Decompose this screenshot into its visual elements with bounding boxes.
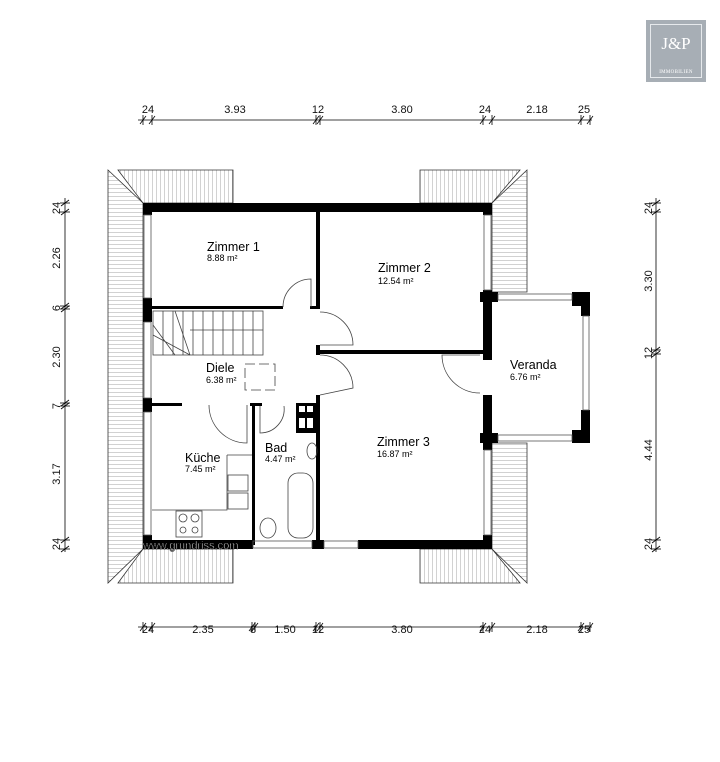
dim-left: 24 [51, 538, 63, 550]
dim-bottom: 8 [250, 624, 256, 636]
dim-top: 3.93 [224, 104, 245, 116]
room-name: Zimmer 2 [378, 261, 431, 275]
dim-top: 2.18 [526, 104, 547, 116]
dimension-ticks [60, 115, 661, 632]
room-area: 4.47 m² [265, 454, 296, 464]
dim-left: 3.17 [51, 463, 63, 484]
dim-right: 12 [643, 347, 655, 359]
dim-top: 12 [312, 104, 324, 116]
dimension-lines [64, 119, 657, 628]
dim-left: 6 [51, 305, 63, 311]
dim-right: 3.30 [643, 270, 655, 291]
logo-subtitle: IMMOBILIEN [659, 70, 693, 75]
dim-bottom: 12 [312, 624, 324, 636]
dim-right: 24 [643, 538, 655, 550]
dim-right: 4.44 [643, 439, 655, 460]
dim-bottom: 24 [142, 624, 154, 636]
room-area: 6.38 m² [206, 375, 237, 385]
dim-bottom: 25 [578, 624, 590, 636]
roof-hatching [107, 169, 528, 584]
dim-bottom: 3.80 [391, 624, 412, 636]
dim-left: 24 [51, 202, 63, 214]
room-area: 12.54 m² [378, 276, 414, 286]
room-name: Küche [185, 451, 220, 465]
dim-left: 2.26 [51, 247, 63, 268]
dim-top: 25 [578, 104, 590, 116]
dim-top: 3.80 [391, 104, 412, 116]
room-name: Zimmer 1 [207, 240, 260, 254]
dim-bottom: 1.50 [274, 624, 295, 636]
room-name: Bad [265, 441, 287, 455]
room-area: 8.88 m² [207, 253, 238, 263]
room-name: Diele [206, 361, 235, 375]
room-area: 7.45 m² [185, 464, 216, 474]
room-area: 16.87 m² [377, 449, 413, 459]
windows [143, 214, 590, 549]
room-name: Veranda [510, 358, 557, 372]
dim-top: 24 [479, 104, 491, 116]
room-name: Zimmer 3 [377, 435, 430, 449]
dim-bottom: 2.18 [526, 624, 547, 636]
dim-right: 24 [643, 202, 655, 214]
dim-left: 7 [51, 403, 63, 409]
watermark: www.grundriss.com [142, 540, 238, 552]
walls [143, 203, 590, 549]
dim-bottom: 2.35 [192, 624, 213, 636]
logo-initials: J&P [661, 34, 691, 53]
dim-left: 2.30 [51, 346, 63, 367]
dimension-labels: 24 3.93 12 3.80 24 2.18 25 24 2.35 8 1.5… [51, 104, 655, 636]
doors-and-fixtures [152, 278, 481, 539]
dim-top: 24 [142, 104, 154, 116]
room-area: 6.76 m² [510, 372, 541, 382]
room-labels: Zimmer 1 8.88 m² Zimmer 2 12.54 m² Diele… [142, 240, 557, 552]
dim-bottom: 24 [479, 624, 491, 636]
company-logo: J&P IMMOBILIEN [646, 20, 706, 82]
